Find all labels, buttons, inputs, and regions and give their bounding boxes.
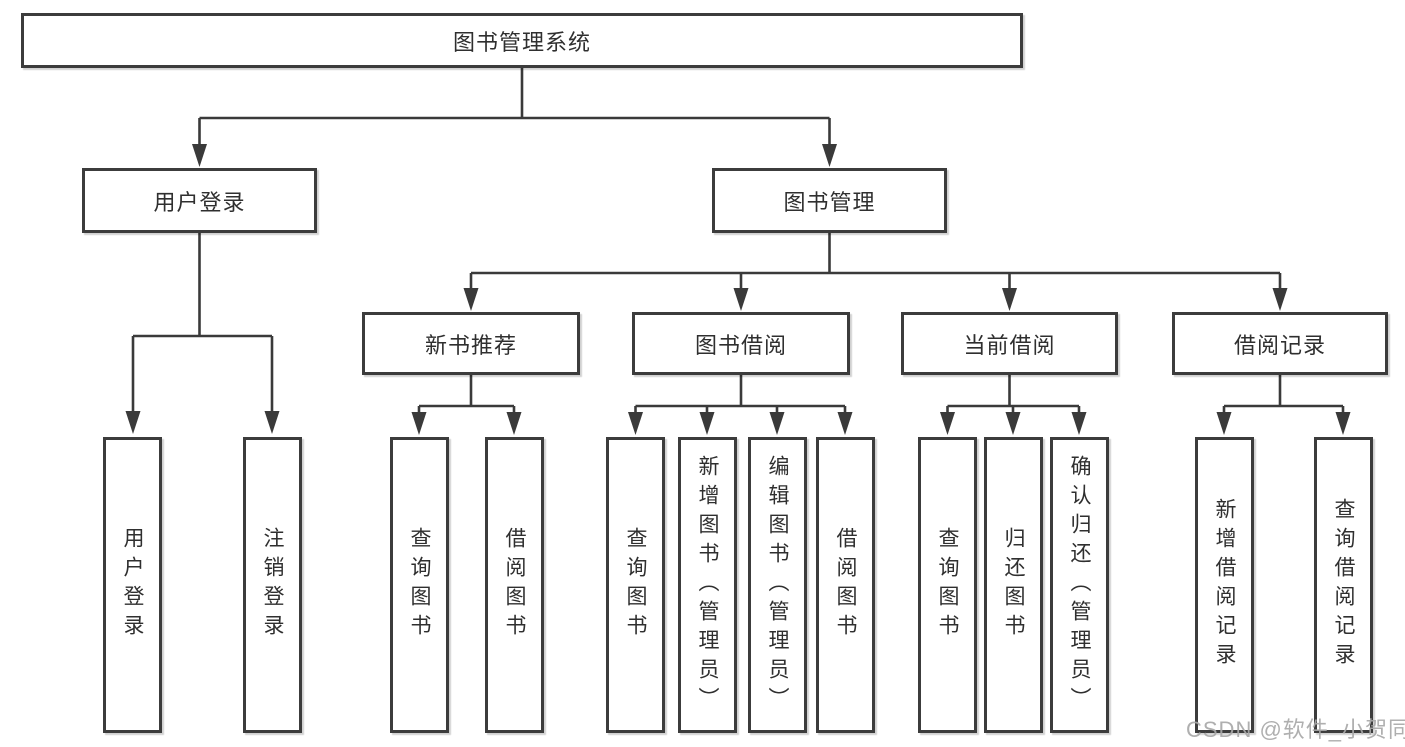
- leaf-logout: 注销登录: [243, 437, 302, 733]
- node-label: 查询借阅记录: [1332, 498, 1355, 672]
- node-label: 借阅记录: [1233, 332, 1326, 358]
- leaf-query-books-recommend: 查询图书: [390, 437, 449, 733]
- leaf-user-login: 用户登录: [103, 437, 162, 733]
- node-new-book-recommendation: 新书推荐: [362, 312, 580, 375]
- csdn-watermark: CSDN @软件_小贺同学: [1186, 717, 1405, 742]
- leaf-borrow-books-recommend: 借阅图书: [485, 437, 544, 733]
- leaf-query-books-current: 查询图书: [918, 437, 977, 733]
- leaf-edit-books-admin: 编辑图书（管理员）: [748, 437, 807, 733]
- node-label: 查询图书: [408, 527, 431, 643]
- node-label: 新增图书（管理员）: [696, 454, 719, 716]
- node-book-borrowing: 图书借阅: [632, 312, 850, 375]
- node-label: 查询图书: [936, 527, 959, 643]
- leaf-borrow-books: 借阅图书: [816, 437, 875, 733]
- node-label: 用户登录: [153, 189, 246, 215]
- node-user-login: 用户登录: [82, 168, 317, 233]
- node-label: 当前借阅: [963, 332, 1056, 358]
- node-book-management: 图书管理: [712, 168, 947, 233]
- node-label: 借阅图书: [503, 527, 526, 643]
- node-label: 图书管理系统: [452, 29, 591, 55]
- node-label: 确认归还（管理员）: [1068, 454, 1091, 716]
- leaf-return-books: 归还图书: [984, 437, 1043, 733]
- leaf-add-books-admin: 新增图书（管理员）: [678, 437, 737, 733]
- leaf-query-books-borrow: 查询图书: [606, 437, 665, 733]
- node-label: 图书借阅: [694, 332, 787, 358]
- node-label: 归还图书: [1002, 527, 1025, 643]
- node-label: 编辑图书（管理员）: [766, 454, 789, 716]
- leaf-query-borrow-record: 查询借阅记录: [1314, 437, 1373, 733]
- node-current-borrowing: 当前借阅: [901, 312, 1118, 375]
- node-label: 借阅图书: [834, 527, 857, 643]
- node-label: 用户登录: [121, 527, 144, 643]
- node-borrowing-records: 借阅记录: [1172, 312, 1388, 375]
- node-label: 新增借阅记录: [1213, 498, 1236, 672]
- node-label: 查询图书: [624, 527, 647, 643]
- node-label: 注销登录: [261, 527, 284, 643]
- leaf-confirm-return-admin: 确认归还（管理员）: [1050, 437, 1109, 733]
- leaf-add-borrow-record: 新增借阅记录: [1195, 437, 1254, 733]
- node-label: 新书推荐: [424, 332, 517, 358]
- node-label: 图书管理: [783, 189, 876, 215]
- node-library-management-system: 图书管理系统: [21, 13, 1023, 68]
